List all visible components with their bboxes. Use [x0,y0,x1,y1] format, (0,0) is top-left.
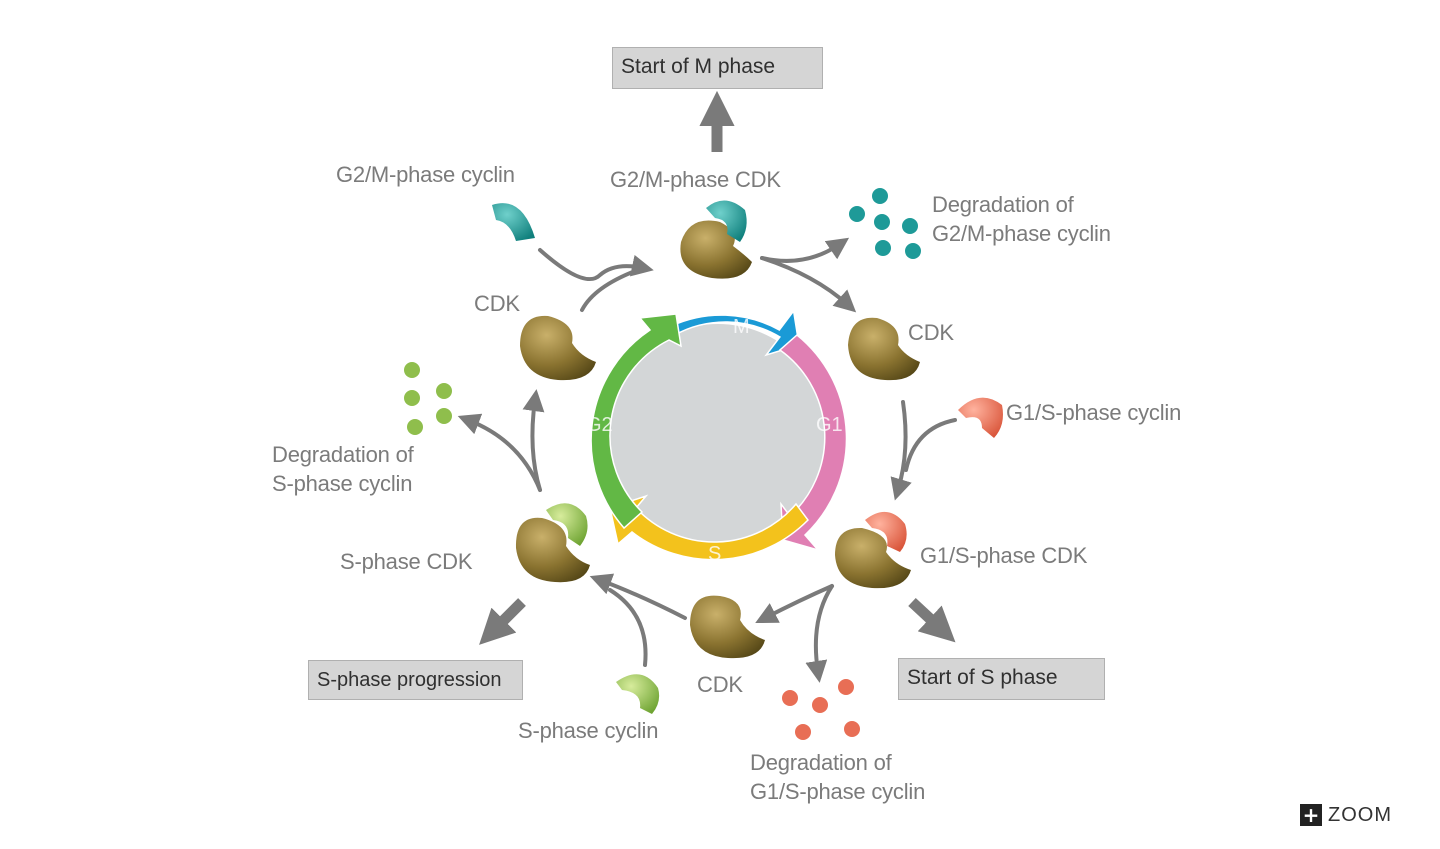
cdk-icon [515,517,590,583]
g2m-cyclin-label: G2/M-phase cyclin [336,162,515,187]
arrow-g2m-to-degradation [760,237,850,263]
cdk-g1s [835,511,911,589]
g2m-cyclin-bound-icon [706,200,747,242]
arrow-to-s-phase [908,597,956,643]
deg-s-label-1: Degradation of [272,442,414,467]
arrow-cdk-to-g2m [580,266,645,312]
cdk-left-label: CDK [474,291,520,316]
deg-s-label-2: S-phase cyclin [272,471,413,496]
arrow-s-to-degradation [457,413,542,492]
cdk-right [848,317,920,381]
cdk-icon [520,315,596,381]
arrow-g1s-to-cdk [755,584,834,624]
cdk-right-label: CDK [908,320,954,345]
degradation-dots-s-icon [404,362,452,435]
g1s-cdk-label: G1/S-phase CDK [920,543,1088,568]
cdk-icon [690,595,765,659]
cdk-icon [835,527,911,589]
flow-arrows [457,237,957,683]
cdk-left [520,315,596,381]
cycle-center [606,324,830,548]
zoom-button[interactable]: + ZOOM [1300,803,1392,827]
cyclin-free [492,203,1003,714]
s-cyclin-bound-icon [546,503,588,546]
cdk-icon [848,317,920,381]
g2m-cdk-label: G2/M-phase CDK [610,167,781,192]
g1s-cyclin-bound-icon [865,511,907,552]
deg-g1s-label-2: G1/S-phase cyclin [750,779,926,804]
zoom-label: ZOOM [1328,803,1392,826]
cdk-bottom [690,595,765,659]
segment-g2-label: G2 [586,414,613,436]
segment-g1-label: G1 [816,414,843,436]
cdk-bottom-label: CDK [697,672,743,697]
degradation-dots-g1s-icon [782,679,860,740]
deg-g2m-label-2: G2/M-phase cyclin [932,221,1111,246]
arrow-g1s-cyclin-binding [904,418,957,472]
g2m-cyclin-icon [492,203,535,241]
s-cyclin-icon [616,674,660,714]
s-cdk-label: S-phase CDK [340,549,473,574]
g1s-cyclin-icon [958,397,1003,438]
s-cyclin-label: S-phase cyclin [518,718,659,743]
deg-g2m-label-1: Degradation of [932,192,1074,217]
arrow-g2m-cyclin-binding [538,248,654,281]
start-s-phase-box: Start of S phase [898,658,1105,700]
start-m-phase-box: Start of M phase [612,47,823,89]
segment-m-label: M [733,316,750,338]
arrow-cdk-to-g1s [890,400,912,501]
s-phase-progression-box: S-phase progression [308,660,523,700]
arrow-to-s-progression [479,598,526,645]
segment-s-label: S [708,543,722,565]
arrow-cdk-to-s [589,573,687,620]
degradation-dots-g2m-icon [849,188,921,259]
zoom-icon: + [1300,804,1322,826]
cycle-ring [590,309,848,561]
arrow-g2m-to-cdk [760,256,857,313]
cdk-s [515,503,590,583]
deg-g1s-label-1: Degradation of [750,750,892,775]
g1s-cyclin-label: G1/S-phase cyclin [1006,400,1182,425]
output-arrows [479,90,956,645]
arrow-s-cyclin-binding [608,588,648,667]
arrow-g1s-to-degradation [805,584,834,683]
segment-g2 [590,313,682,530]
cdk-g2m [680,200,752,279]
